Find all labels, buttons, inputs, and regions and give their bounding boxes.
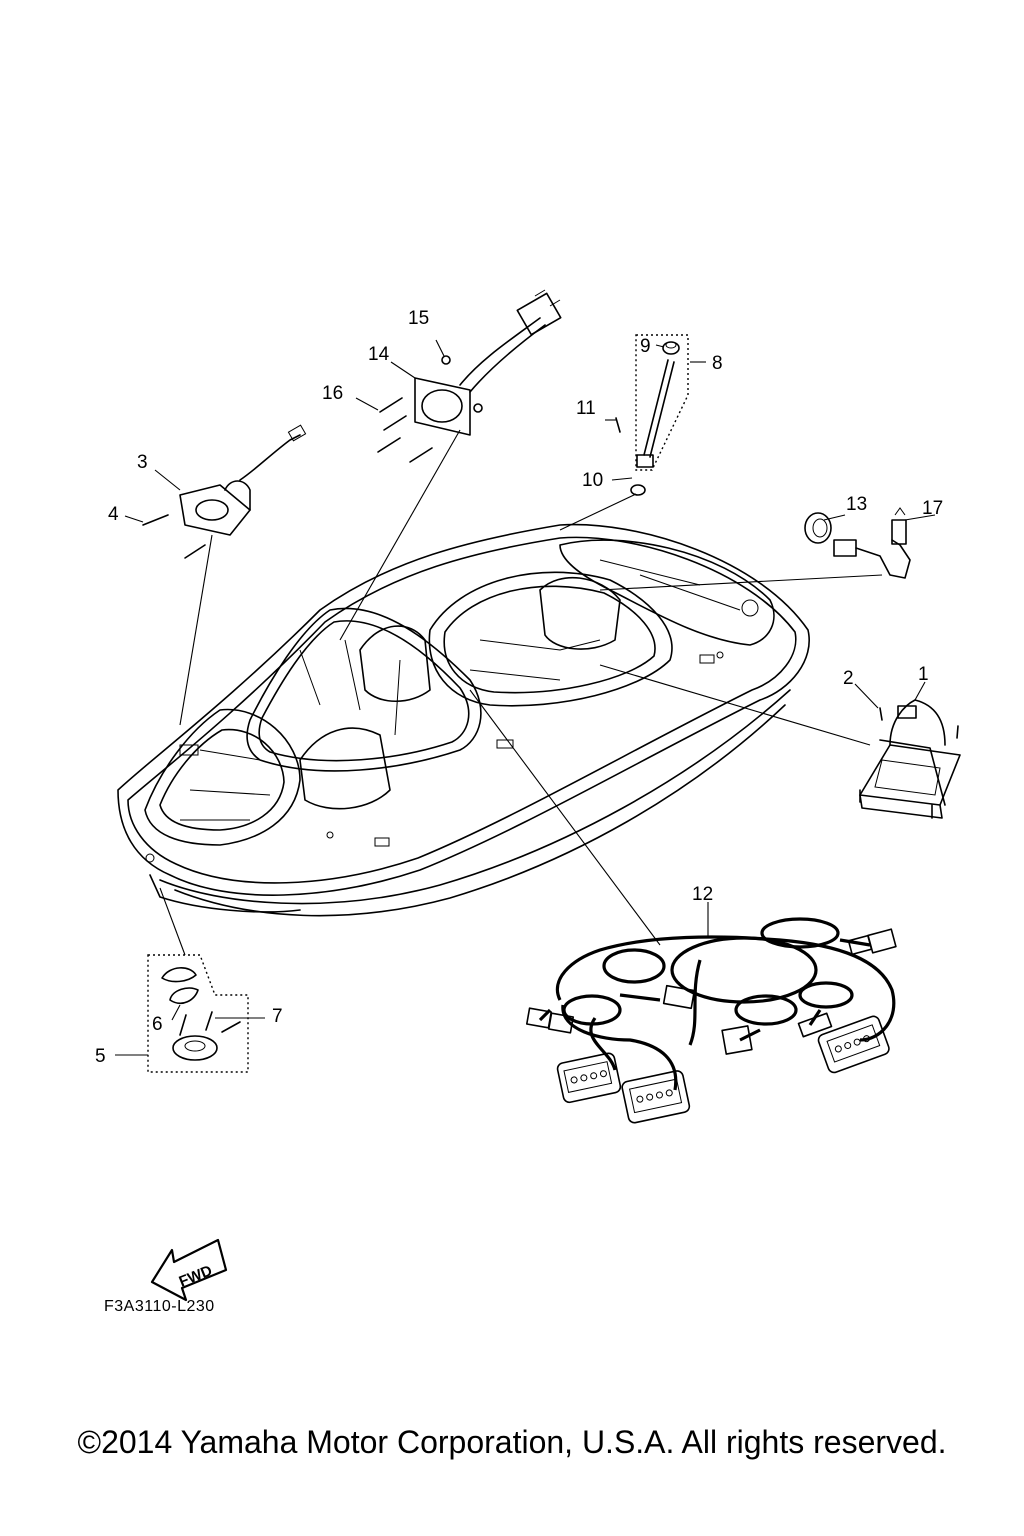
callout-9: 9: [640, 336, 651, 357]
part-2-screws: [859, 707, 959, 819]
fwd-arrow-icon: FWD: [150, 1238, 228, 1302]
leader-lines: [115, 339, 936, 1056]
part-4-screws: [142, 514, 206, 559]
part-9-cap: [662, 341, 680, 355]
callout-3: 3: [137, 452, 148, 473]
callout-5: 5: [95, 1046, 106, 1067]
callout-10: 10: [582, 470, 603, 491]
callout-6: 6: [152, 1014, 163, 1035]
part-11-clip: [615, 417, 621, 433]
callout-11: 11: [576, 398, 596, 419]
callout-4: 4: [108, 504, 119, 525]
callout-12: 12: [692, 884, 713, 905]
part-5-box: [147, 954, 249, 1073]
copyright-notice: ©2014 Yamaha Motor Corporation, U.S.A. A…: [77, 1424, 947, 1460]
figure-code: F3A3110-L230: [104, 1298, 215, 1315]
part-10-washer: [630, 484, 646, 496]
part-16-screws: [377, 397, 433, 463]
part-6-cap: [161, 967, 199, 1005]
part-14-speaker: [414, 289, 562, 436]
part-8-antenna: [636, 359, 675, 468]
callout-14: 14: [368, 344, 390, 365]
part-13-grommet: [804, 512, 832, 544]
callout-7: 7: [272, 1006, 283, 1027]
boat-hull: [117, 523, 810, 917]
callout-15: 15: [408, 308, 429, 329]
part-15-nut: [441, 355, 483, 413]
part-12-wire-harness: [525, 917, 897, 1124]
callout-17: 17: [922, 498, 943, 519]
part-1-battery-box: [859, 699, 961, 819]
part-17-sensor: [833, 507, 911, 579]
callout-13: 13: [846, 494, 867, 515]
callout-1: 1: [918, 664, 929, 685]
callout-8: 8: [712, 353, 723, 374]
part-7-switch: [172, 1011, 241, 1061]
part-3-sender: [179, 424, 307, 536]
callout-2: 2: [843, 668, 854, 689]
callout-16: 16: [322, 383, 343, 404]
